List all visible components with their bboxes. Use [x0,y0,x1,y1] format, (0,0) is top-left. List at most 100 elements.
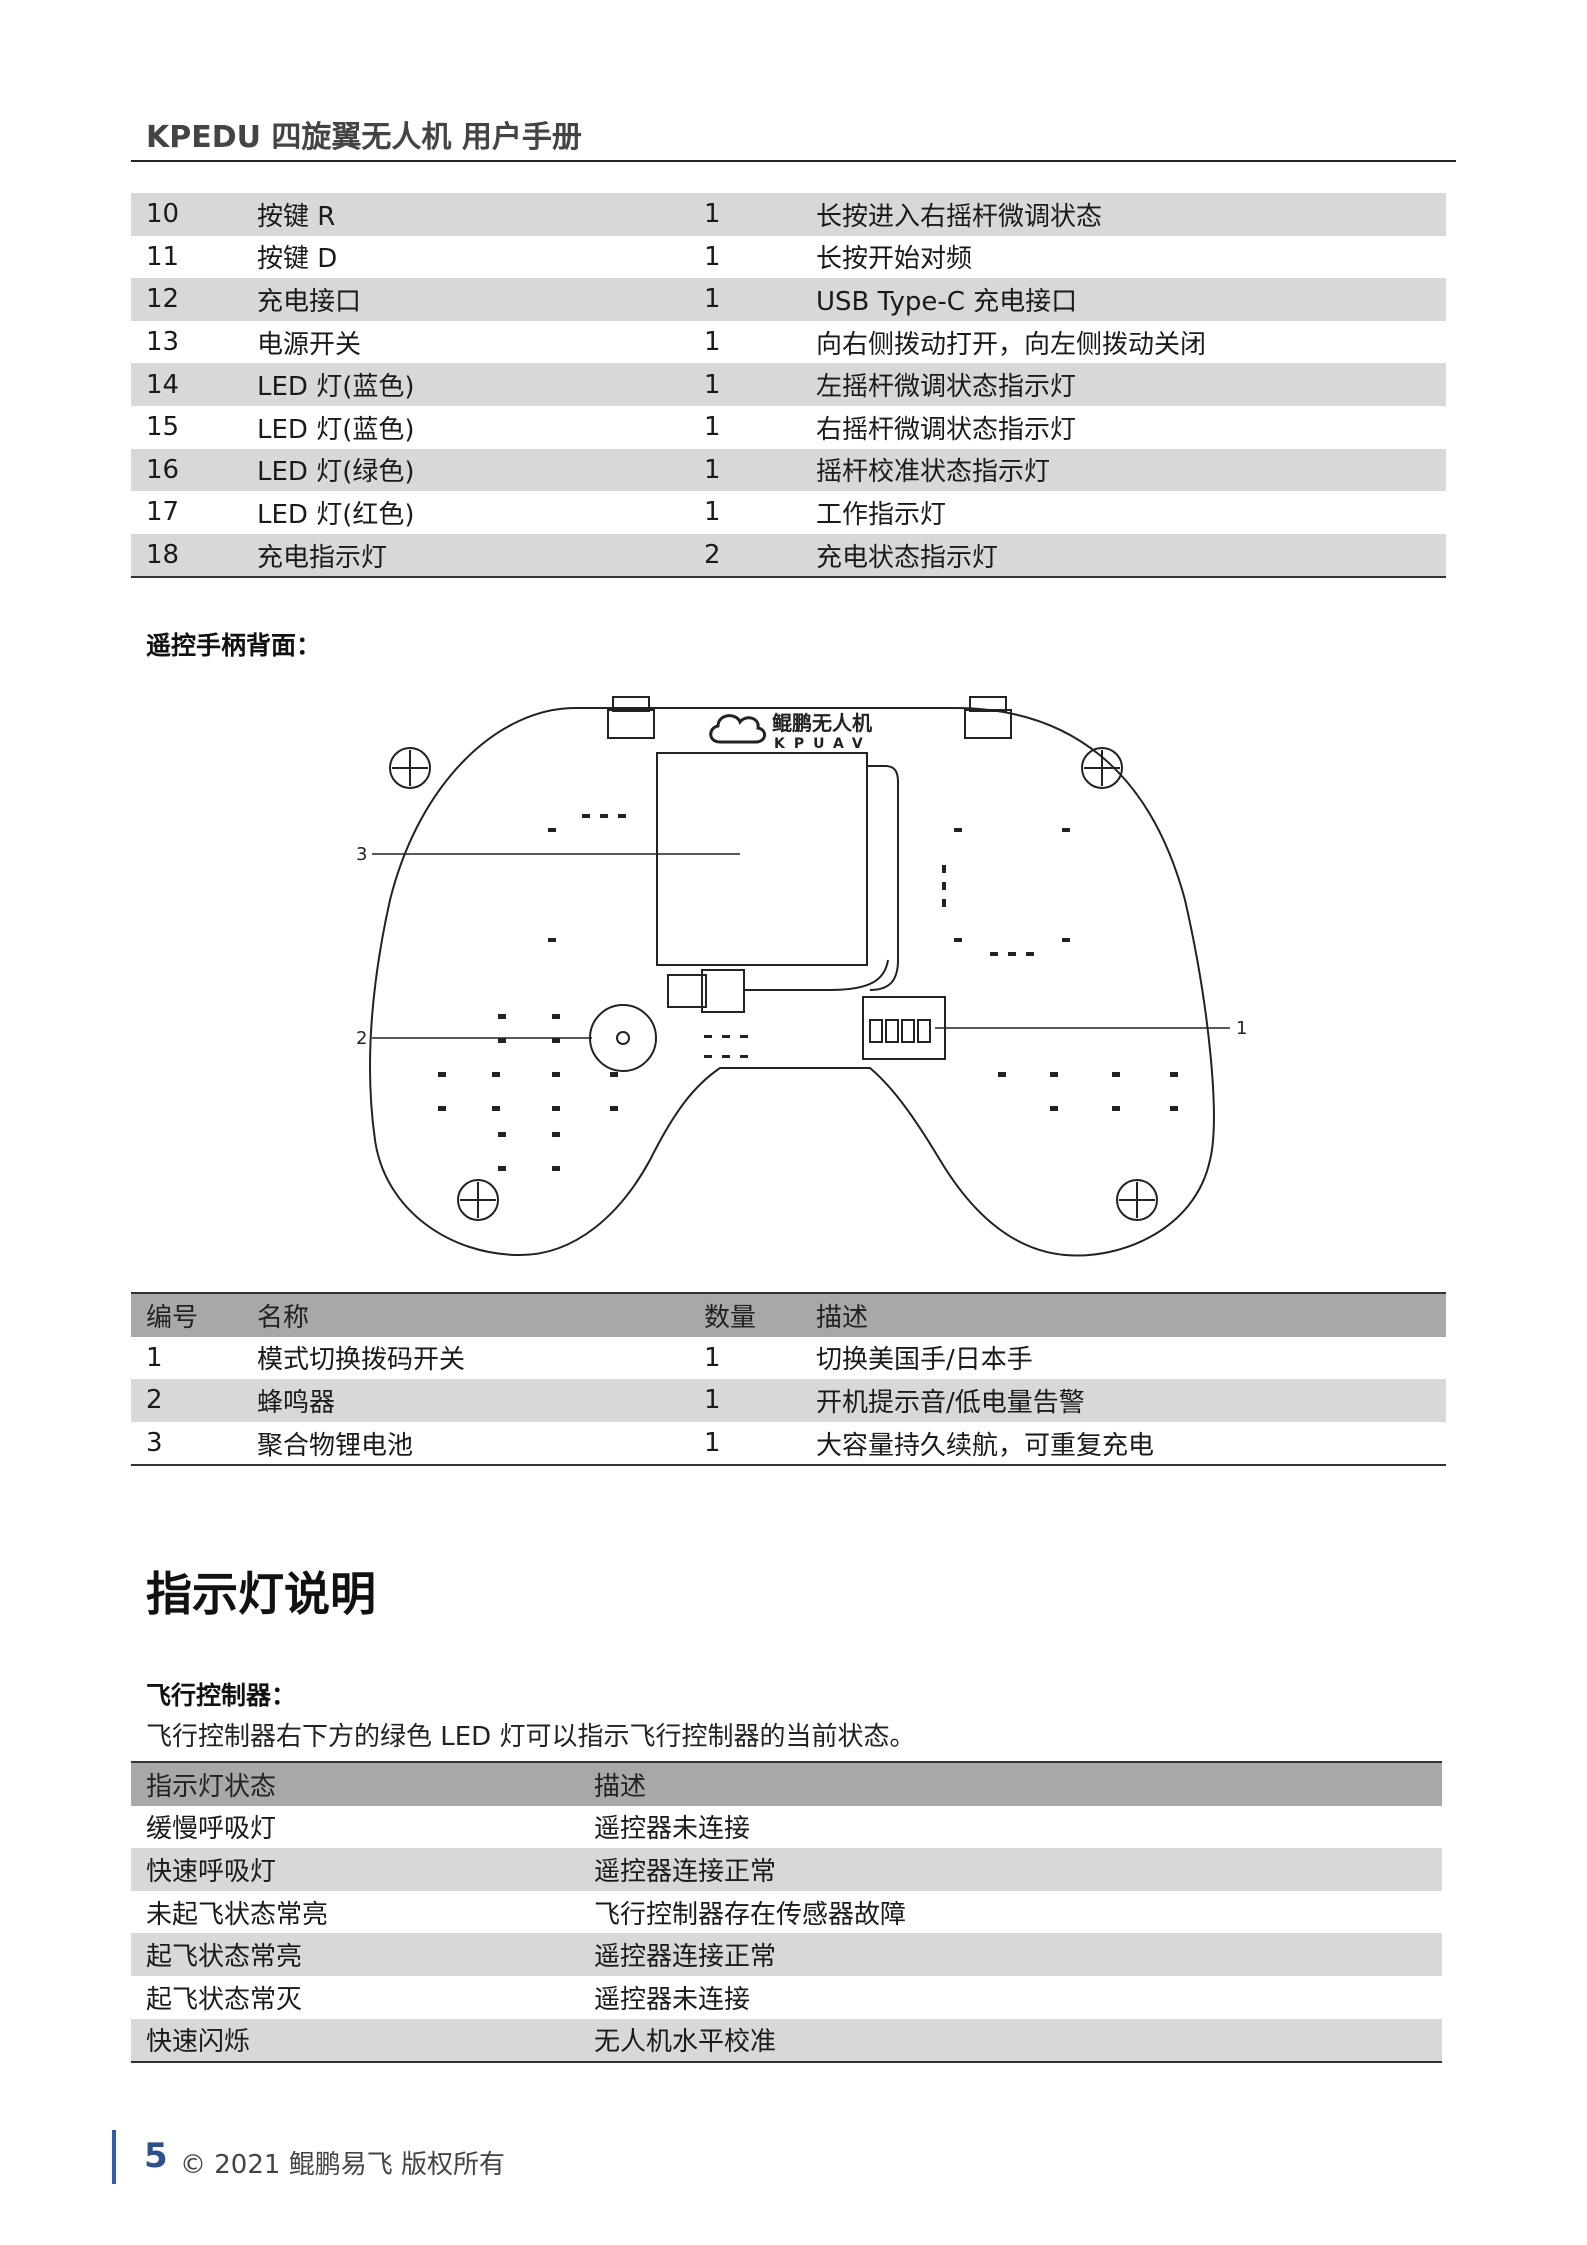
cell-qty: 1 [689,1379,801,1422]
cell-desc: 向右侧拨动打开，向左侧拨动关闭 [816,329,1207,360]
cell-desc: 遥控器未连接 [594,1814,751,1845]
cell-name: LED 灯(绿色) [242,448,689,492]
callout-2: 2 [356,1028,367,1049]
cell-desc: 遥控器连接正常 [579,1848,1442,1891]
cell-name: LED 灯(蓝色) [257,414,415,445]
cell-qty: 1 [704,241,721,272]
cell-desc: 大容量持久续航，可重复充电 [816,1430,1155,1461]
table-row: 17 LED 灯(红色) 1 工作指示灯 [131,491,1446,534]
table-row: 13 电源开关 1 向右侧拨动打开，向左侧拨动关闭 [131,321,1446,364]
cell-state: 快速呼吸灯 [131,1848,579,1891]
cell-name: 按键 R [242,193,689,236]
table-row: 14 LED 灯(蓝色) 1 左摇杆微调状态指示灯 [131,363,1446,406]
logo-en: KPUAV [774,736,872,752]
cell-no: 15 [146,412,180,443]
cell-desc: 开机提示音/低电量告警 [801,1379,1446,1422]
battery-plug [701,969,745,1013]
cell-qty: 1 [704,327,721,358]
callout-1: 1 [1236,1018,1247,1039]
cell-qty: 1 [704,412,721,443]
component-pads [438,814,1178,1171]
table-row: 1 模式切换拨码开关 1 切换美国手/日本手 [131,1337,1446,1380]
mount-hole-tr [1081,747,1123,789]
top-right-bracket [964,709,1012,739]
cell-name: 充电指示灯 [242,533,689,578]
header-qty: 数量 [689,1293,801,1337]
table-header-row: 指示灯状态 描述 [131,1762,1442,1806]
table-row: 15 LED 灯(蓝色) 1 右摇杆微调状态指示灯 [131,406,1446,449]
kpuav-logo: 鲲鹏无人机 KPUAV [709,711,872,752]
header-rule [131,160,1456,162]
cell-desc: 左摇杆微调状态指示灯 [801,363,1446,406]
header-title: KPEDU 四旋翼无人机 用户手册 [146,120,582,155]
cell-qty: 1 [689,448,801,492]
cell-desc: 长按进入右摇杆微调状态 [801,193,1446,236]
battery-connector [667,974,707,1008]
cell-desc: 遥控器未连接 [594,1984,751,2015]
table-row: 12 充电接口 1 USB Type-C 充电接口 [131,278,1446,321]
cell-desc: 遥控器连接正常 [579,1933,1442,1976]
cell-name: LED 灯(红色) [257,499,415,530]
cell-state: 起飞状态常亮 [131,1933,579,1976]
cell-state: 未起飞状态常亮 [146,1899,329,1930]
cell-no: 10 [131,193,242,236]
cloud-logo-icon [709,714,766,744]
cell-no: 1 [146,1342,163,1373]
header-desc: 描述 [579,1762,1442,1806]
cell-desc: 摇杆校准状态指示灯 [801,448,1446,492]
cell-name: 充电接口 [242,278,689,321]
table-row: 2 蜂鸣器 1 开机提示音/低电量告警 [131,1379,1446,1422]
cell-name: 电源开关 [257,329,362,360]
buzzer [589,1004,657,1072]
cell-desc: 充电状态指示灯 [801,533,1446,578]
cell-desc: 飞行控制器存在传感器故障 [594,1899,907,1930]
cell-qty: 1 [704,497,721,528]
page-number: 5 [144,2136,168,2176]
cell-name: LED 灯(蓝色) [242,363,689,406]
table-row: 16 LED 灯(绿色) 1 摇杆校准状态指示灯 [131,448,1446,492]
battery-wire [744,959,889,991]
cell-no: 16 [131,448,242,492]
table-row: 快速闪烁 无人机水平校准 [131,2018,1442,2063]
table-row: 18 充电指示灯 2 充电状态指示灯 [131,533,1446,578]
cell-qty: 1 [689,193,801,236]
buzzer-center [616,1031,630,1045]
table-header-row: 编号 名称 数量 描述 [131,1293,1446,1337]
cell-no: 17 [146,497,180,528]
header-desc: 描述 [801,1293,1446,1337]
table-row: 快速呼吸灯 遥控器连接正常 [131,1848,1442,1891]
cell-qty: 1 [689,363,801,406]
cell-name: 按键 D [257,244,338,275]
cell-qty: 1 [704,1428,721,1459]
cell-desc: 右摇杆微调状态指示灯 [816,414,1077,445]
cell-desc: 长按开始对频 [816,244,973,275]
fc-label: 飞行控制器： [146,1681,297,1710]
cell-no: 11 [146,241,180,272]
mount-hole-br [1116,1179,1158,1221]
parts-table-back: 编号 名称 数量 描述 1 模式切换拨码开关 1 切换美国手/日本手 2 蜂鸣器… [131,1292,1446,1467]
logo-cn: 鲲鹏无人机 [772,711,872,735]
parts-table-top: 10 按键 R 1 长按进入右摇杆微调状态 11 按键 D 1 长按开始对频 1… [131,193,1446,579]
copyright: © 2021 鲲鹏易飞 版权所有 [180,2150,505,2180]
table-row: 起飞状态常灭 遥控器未连接 [131,1976,1442,2019]
cell-desc: 无人机水平校准 [579,2018,1442,2063]
table-row: 起飞状态常亮 遥控器连接正常 [131,1933,1442,1976]
controller-outline [369,707,1215,1257]
cell-name: 模式切换拨码开关 [257,1345,466,1376]
section-title: 指示灯说明 [146,1567,376,1621]
cell-qty: 1 [704,1342,721,1373]
table-row: 11 按键 D 1 长按开始对频 [131,236,1446,279]
footer-accent-bar [112,2130,116,2184]
mount-hole-tl [389,747,431,789]
battery-rail [867,765,899,991]
callout-3: 3 [356,844,367,865]
cell-desc: USB Type-C 充电接口 [801,278,1446,321]
controller-back-diagram: 鲲鹏无人机 KPUAV 3 2 1 [356,696,1247,1257]
battery-pack [656,752,868,966]
header-no: 编号 [131,1293,242,1337]
table-row: 3 聚合物锂电池 1 大容量持久续航，可重复充电 [131,1422,1446,1466]
top-left-bracket [607,709,655,739]
cell-state: 快速闪烁 [131,2018,579,2063]
cell-no: 14 [131,363,242,406]
cell-no: 18 [131,533,242,578]
